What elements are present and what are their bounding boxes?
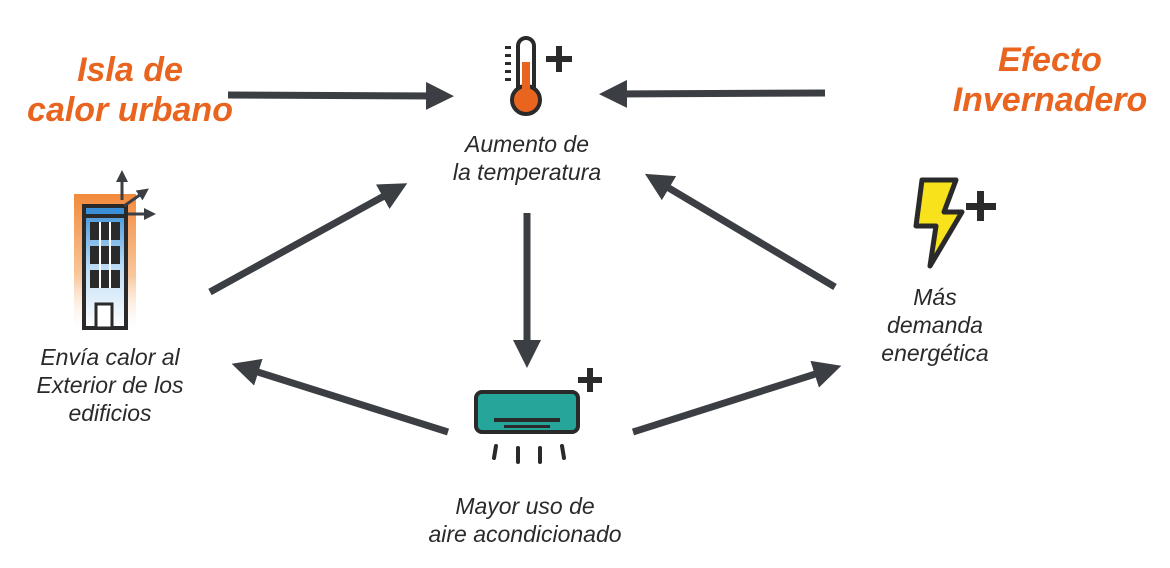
air-conditioner-plus-icon	[474, 368, 602, 464]
title-greenhouse-line-2: Invernadero	[952, 81, 1148, 119]
label-energy-line-2: demanda	[887, 312, 983, 338]
label-building-line-3: edificios	[68, 400, 152, 426]
arrow-energy-to-temperature	[644, 173, 837, 291]
title-heat-island-line-2: calor urbano	[27, 91, 233, 129]
arrow-heat-island-to-temperature	[227, 81, 454, 110]
label-building-line-2: Exterior de los	[36, 372, 184, 398]
arrow-building-to-temperature	[208, 183, 408, 296]
building-heat-icon	[74, 170, 156, 330]
label-ac-line-1: Mayor uso de	[455, 493, 595, 519]
label-ac: Mayor uso de aire acondicionado	[400, 492, 650, 548]
label-building-line-1: Envía calor al	[40, 344, 180, 370]
title-greenhouse-line-1: Efecto	[998, 41, 1102, 79]
arrow-ac-to-energy	[631, 360, 842, 436]
title-heat-island: Isla de calor urbano	[20, 50, 240, 130]
label-ac-line-2: aire acondicionado	[428, 521, 622, 547]
lightning-plus-icon	[913, 177, 996, 269]
title-heat-island-line-1: Isla de	[77, 51, 183, 89]
label-temperature: Aumento de la temperatura	[412, 130, 642, 186]
label-energy-line-1: Más	[913, 284, 957, 310]
thermometer-plus-icon	[505, 36, 572, 116]
label-temperature-line-1: Aumento de	[464, 131, 590, 157]
label-temperature-line-2: la temperatura	[452, 159, 602, 185]
label-energy: Más demanda energética	[860, 283, 1010, 367]
label-energy-line-3: energética	[881, 340, 989, 366]
title-greenhouse: Efecto Invernadero	[940, 40, 1160, 120]
arrow-greenhouse-to-temperature	[599, 79, 826, 108]
arrow-ac-to-building	[231, 358, 450, 436]
label-building: Envía calor al Exterior de los edificios	[10, 343, 210, 427]
